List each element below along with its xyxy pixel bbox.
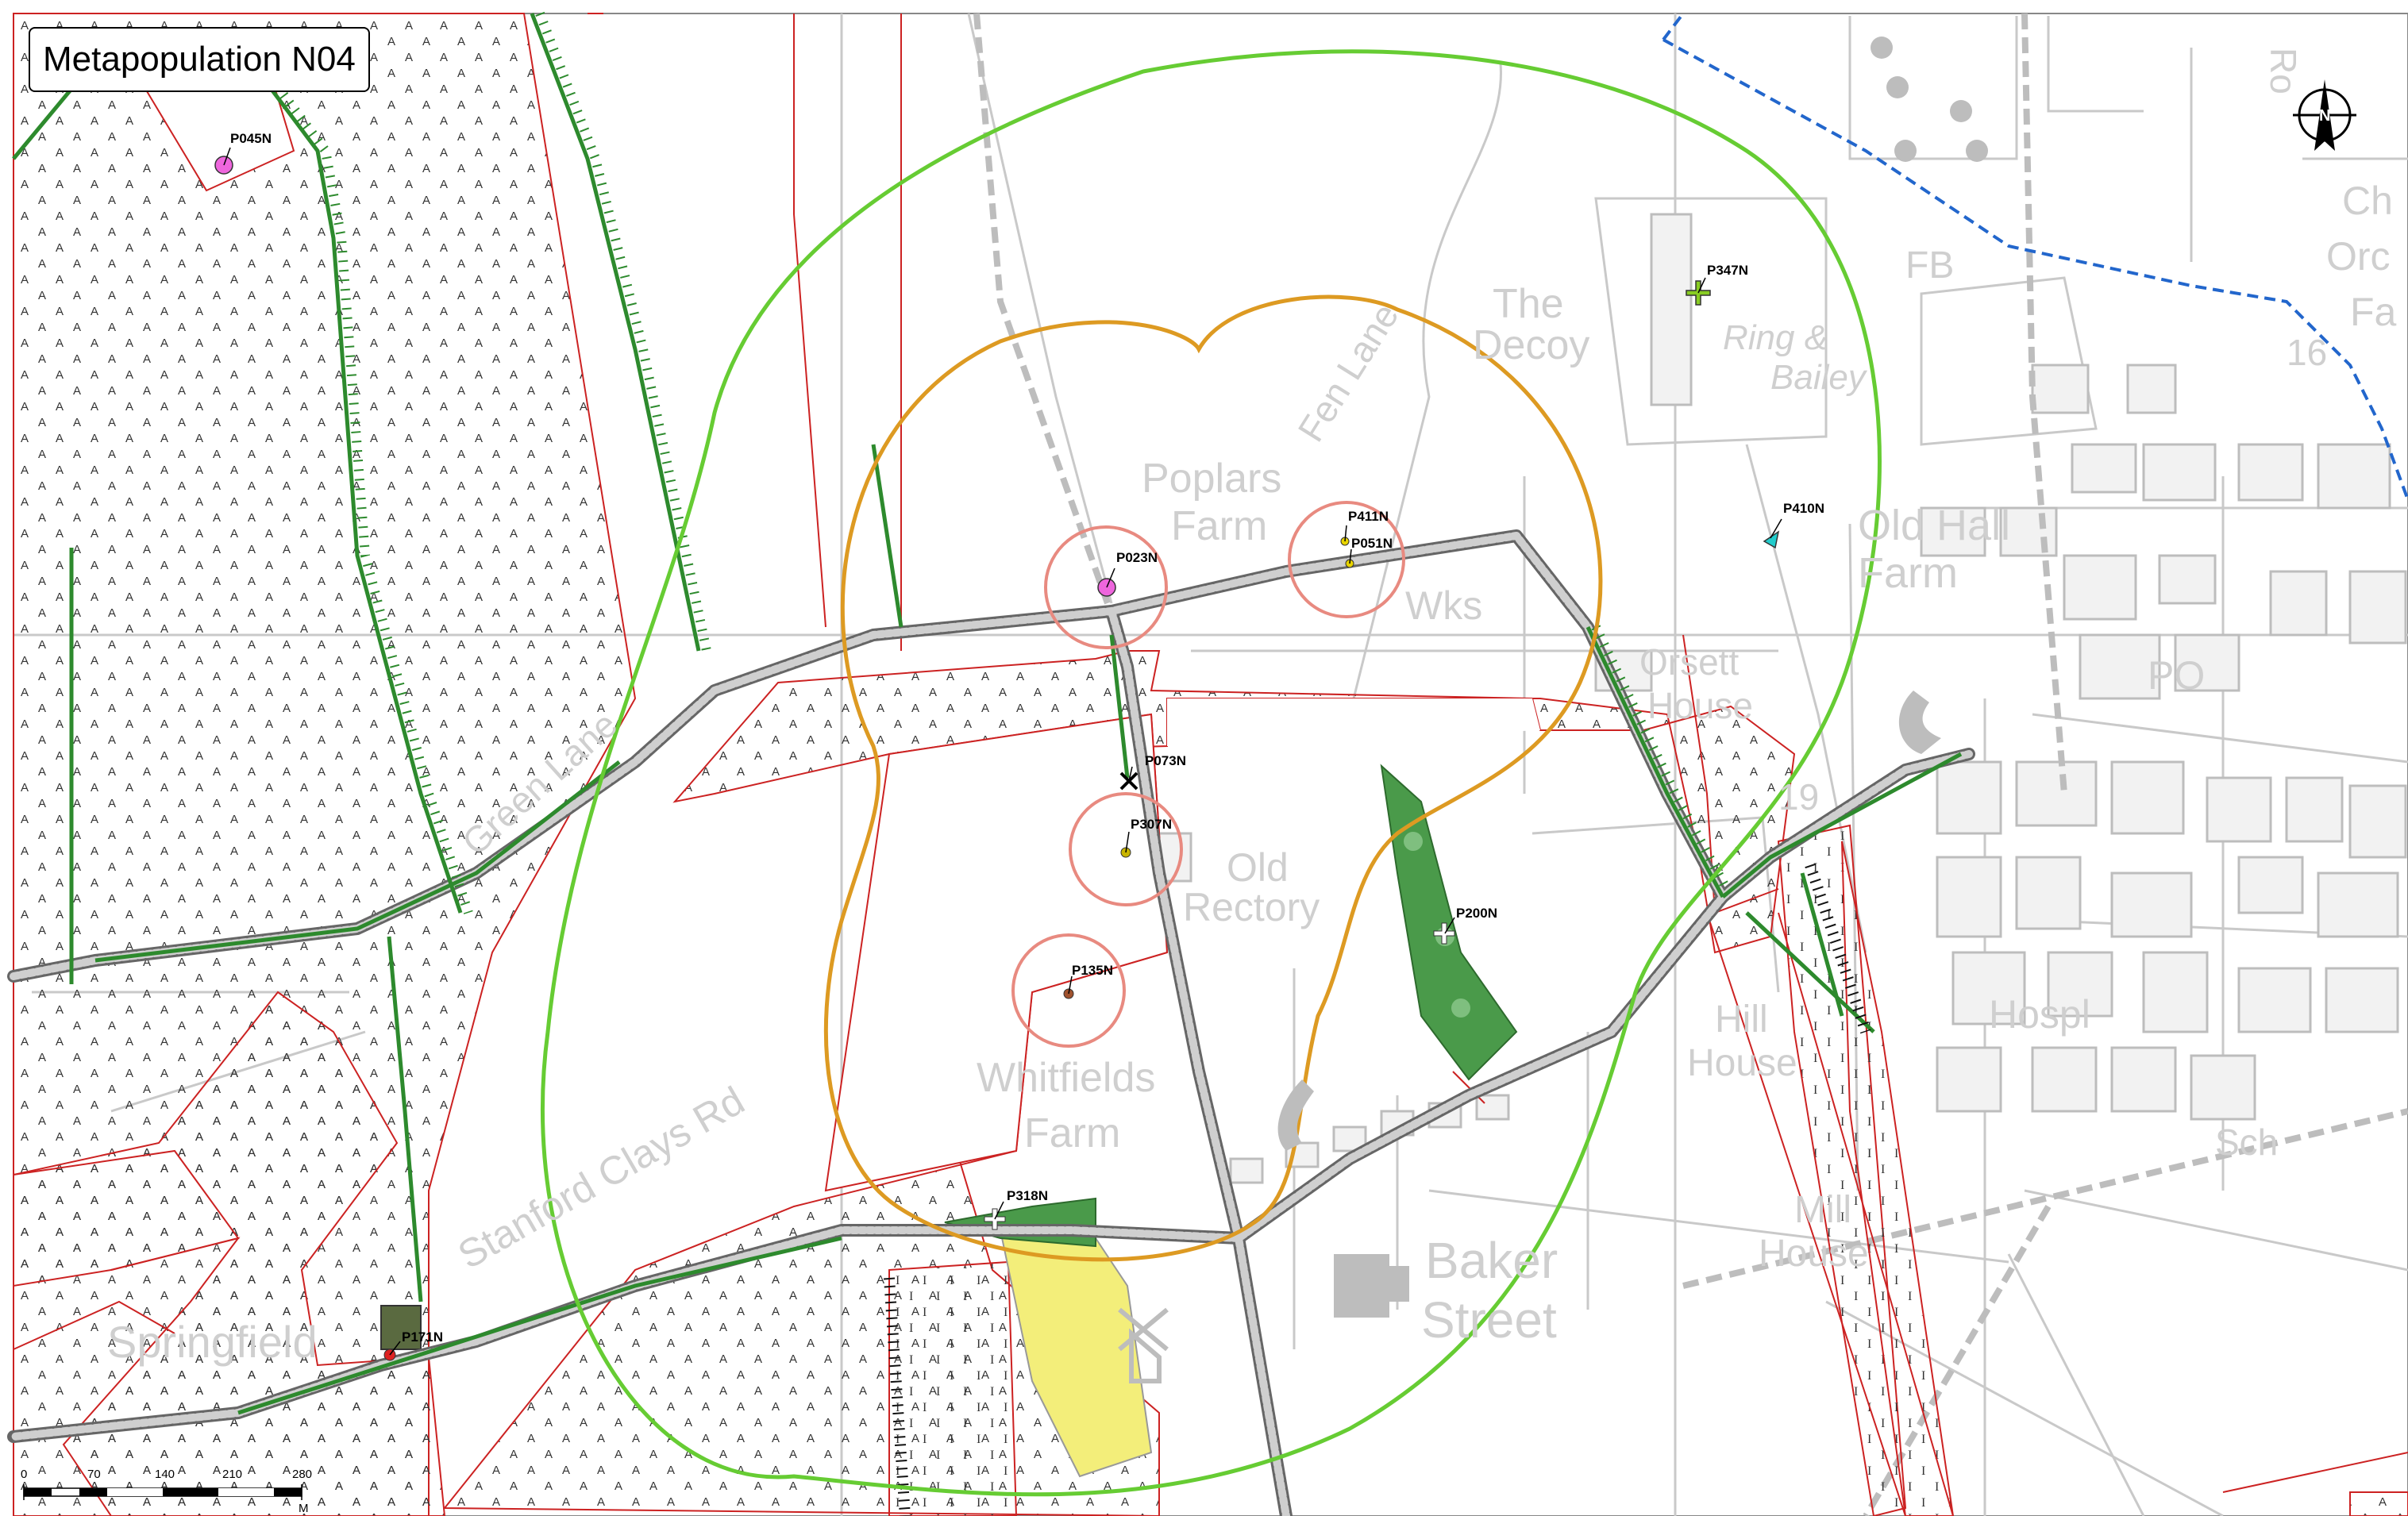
north-letter: N: [2319, 107, 2330, 125]
improved-grassland: [888, 824, 1955, 1516]
place-ch: Ch: [2342, 179, 2393, 223]
place-orsett-2: House: [1647, 685, 1753, 726]
scale-tick-140: 140: [155, 1468, 175, 1481]
place-hill-house-2: House: [1687, 1042, 1797, 1084]
place-hill-house-1: Hill: [1715, 998, 1768, 1041]
scale-tick-70: 70: [87, 1468, 101, 1481]
windmill-icon: [1118, 1307, 1169, 1383]
place-hospl: Hospl: [1989, 992, 2090, 1037]
pond-label-P347N: P347N: [1707, 263, 1748, 278]
phone-icon: [1277, 1079, 1314, 1151]
pond-P051N[interactable]: P051N: [1345, 536, 1393, 568]
place-wks: Wks: [1405, 583, 1482, 628]
pond-P347N[interactable]: P347N: [1686, 263, 1748, 306]
place-fa: Fa: [2350, 290, 2397, 334]
whitfields-field: [824, 713, 1169, 1192]
place-old-hall-2: Farm: [1858, 549, 1958, 597]
pond-P171N[interactable]: P171N: [383, 1329, 443, 1361]
place-baker-street-2: Street: [1421, 1291, 1557, 1349]
place-ring-bailey-1: Ring &: [1723, 318, 1828, 357]
place-orsett-1: Orsett: [1639, 641, 1739, 683]
pond-label-P135N: P135N: [1072, 963, 1113, 978]
pond-label-P073N: P073N: [1145, 753, 1186, 768]
scale-tick-210: 210: [222, 1468, 242, 1481]
pond-label-P051N: P051N: [1351, 536, 1393, 551]
pond-buffers: [1011, 501, 1405, 1048]
map-title: Metapopulation N04: [29, 27, 370, 92]
field-strip: [1167, 698, 1540, 746]
place-po: PO: [2148, 653, 2205, 698]
pond-P318N[interactable]: P318N: [984, 1188, 1048, 1230]
place-ring-bailey-2: Bailey: [1770, 358, 1868, 397]
place-springfield: Springfield: [107, 1317, 318, 1367]
buffer-250m: [541, 49, 1882, 1497]
pond-label-P200N: P200N: [1456, 906, 1497, 921]
pond-P410N[interactable]: P410N: [1763, 501, 1824, 549]
pub-icon: [1334, 1254, 1409, 1318]
north-arrow-icon: N: [2293, 79, 2356, 151]
pond-P411N[interactable]: P411N: [1340, 509, 1389, 546]
place-poplars-farm-2: Farm: [1171, 503, 1267, 549]
pond-label-P318N: P318N: [1007, 1188, 1048, 1203]
place-old-rectory-2: Rectory: [1183, 885, 1320, 929]
place-old-hall-1: Old Hall: [1858, 502, 2010, 549]
place-the-decoy-1: The: [1493, 281, 1564, 327]
hedgerows: [12, 13, 1963, 1415]
place-mill-house-2: House: [1759, 1233, 1869, 1275]
pond-markers[interactable]: P045N P023N P411N P051N P347N P410N: [214, 131, 1824, 1361]
p171-compound: [380, 1305, 422, 1350]
scale-unit: M: [299, 1502, 309, 1515]
map-symbols: [1118, 37, 1988, 1383]
pond-P045N[interactable]: P045N: [214, 131, 272, 175]
phone-icon: [1898, 691, 1941, 754]
scale-bar: 0 70 140 210 280 M: [21, 1468, 312, 1515]
pond-label-P411N: P411N: [1348, 509, 1389, 524]
pond-label-P023N: P023N: [1116, 550, 1158, 565]
hedgerow-ticks: [274, 11, 1736, 914]
place-sch: Sch: [2215, 1122, 2278, 1163]
pond-P023N[interactable]: P023N: [1097, 550, 1158, 597]
pond-P307N[interactable]: P307N: [1120, 817, 1172, 858]
place-mill-house-1: Mill: [1794, 1189, 1851, 1231]
pond-P135N[interactable]: P135N: [1063, 963, 1113, 999]
place-old-rectory-1: Old: [1227, 845, 1289, 890]
place-fb: FB: [1905, 244, 1954, 287]
pond-label-P171N: P171N: [402, 1329, 443, 1345]
place-16: 16: [2287, 332, 2327, 373]
pond-label-P307N: P307N: [1131, 817, 1172, 832]
pond-P073N[interactable]: P073N: [1119, 753, 1186, 791]
place-whitfields-1: Whitfields: [977, 1055, 1155, 1101]
pond-label-P410N: P410N: [1783, 501, 1824, 516]
town-buildings: [1038, 213, 2407, 1184]
place-orc: Orc: [2326, 234, 2391, 279]
county-boundary: [1662, 12, 2408, 501]
place-baker-street-1: Baker: [1425, 1232, 1558, 1289]
place-road: Ro: [2263, 48, 2304, 94]
buffer-500m: [823, 294, 1603, 1262]
scale-tick-280: 280: [292, 1468, 312, 1481]
red-boundaries: [13, 13, 2408, 1516]
scale-tick-0: 0: [21, 1468, 27, 1481]
pond-P200N[interactable]: P200N: [1433, 906, 1497, 945]
place-poplars-farm-1: Poplars: [1142, 456, 1281, 502]
place-whitfields-2: Farm: [1024, 1110, 1120, 1156]
pond-label-P045N: P045N: [230, 131, 272, 146]
place-19: 19: [1778, 776, 1819, 818]
black-ticks: [884, 863, 1871, 1516]
place-the-decoy-2: Decoy: [1473, 322, 1589, 368]
